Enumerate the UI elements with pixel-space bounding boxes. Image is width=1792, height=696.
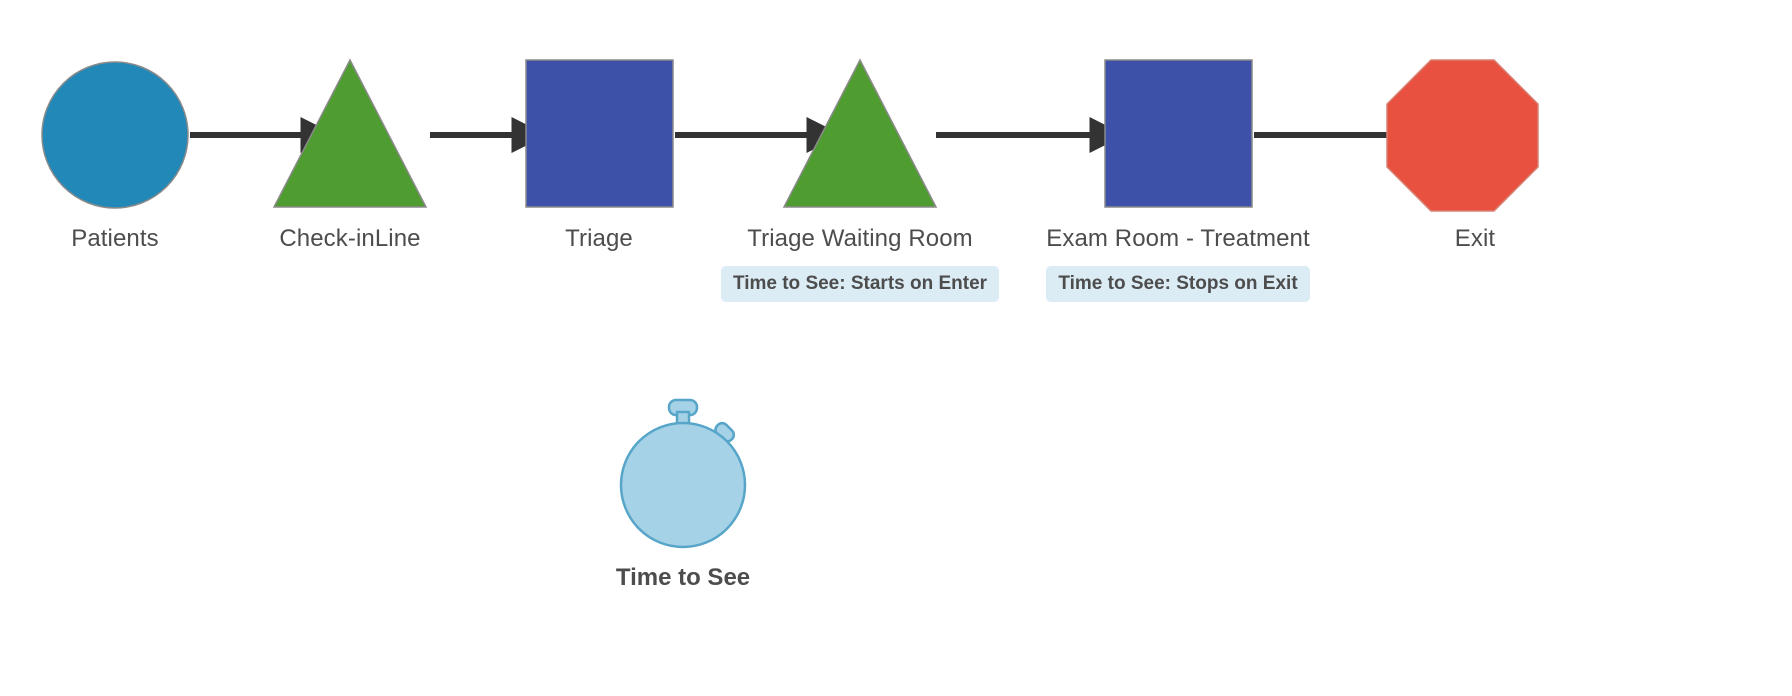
square-shape xyxy=(1104,59,1253,208)
node-triage-waiting-room[interactable]: Triage Waiting Room Time to See: Starts … xyxy=(720,55,1000,302)
triangle-shape xyxy=(272,58,428,208)
node-check-in-line-shape[interactable] xyxy=(250,55,450,215)
node-label-patients: Patients xyxy=(71,225,159,252)
node-triage-waiting-room-shape[interactable] xyxy=(760,55,960,215)
flow-node-row: Patients Check-inLine Triage xyxy=(0,0,1792,330)
node-exam-room-treatment-shape[interactable] xyxy=(1078,55,1278,215)
node-exit[interactable]: Exit xyxy=(1375,55,1575,251)
timer-label: Time to See xyxy=(615,564,751,591)
timer-time-to-see[interactable]: Time to See xyxy=(583,392,783,590)
timer-shape[interactable] xyxy=(603,392,763,552)
node-patients-shape[interactable] xyxy=(15,55,215,215)
square-shape xyxy=(525,59,674,208)
node-label-triage-waiting-room: Triage Waiting Room xyxy=(747,225,973,252)
node-check-in-line[interactable]: Check-inLine xyxy=(250,55,450,251)
node-patients[interactable]: Patients xyxy=(15,55,215,251)
node-label-check-in-line: Check-inLine xyxy=(279,225,421,252)
badge-time-to-see-start: Time to See: Starts on Enter xyxy=(720,266,1000,302)
node-triage-shape[interactable] xyxy=(499,55,699,215)
node-label-exit: Exit xyxy=(1454,225,1496,252)
node-exam-room-treatment[interactable]: Exam Room - Treatment Time to See: Stops… xyxy=(1046,55,1310,302)
node-triage[interactable]: Triage xyxy=(499,55,699,251)
stopwatch-icon xyxy=(619,398,747,549)
node-label-exam-room-treatment: Exam Room - Treatment xyxy=(1046,225,1310,252)
circle-shape xyxy=(41,61,189,209)
octagon-shape xyxy=(1386,59,1539,212)
node-exit-shape[interactable] xyxy=(1375,55,1575,215)
triangle-shape xyxy=(782,58,938,208)
node-label-triage: Triage xyxy=(565,225,633,252)
badge-time-to-see-stop: Time to See: Stops on Exit xyxy=(1046,266,1310,302)
